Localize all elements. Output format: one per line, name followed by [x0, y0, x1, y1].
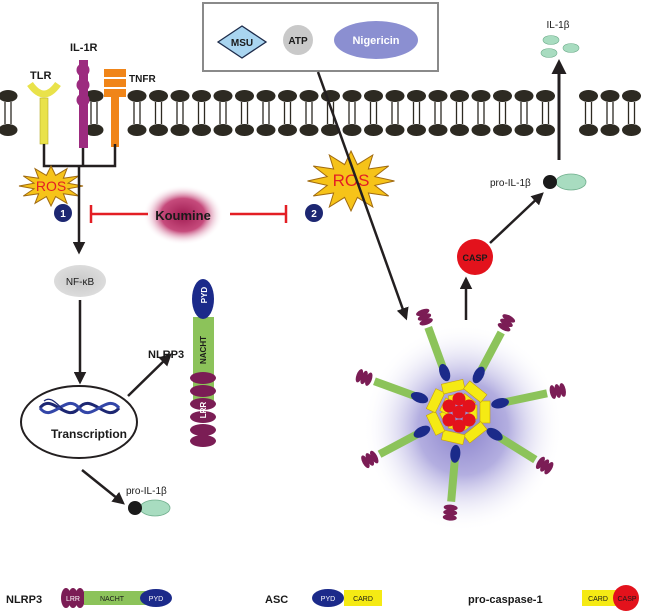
legend-procasp-label: pro-caspase-1: [468, 594, 543, 606]
arrow-transcription-to-proil1b: [81, 469, 125, 505]
casp-label: CASP: [462, 253, 487, 263]
nigericin-ellipse-icon: [334, 21, 418, 59]
phospholipid-pair: [170, 90, 190, 136]
legend-nlrp3-nacht: NACHT: [100, 596, 125, 603]
transcription-label: Transcription: [51, 427, 127, 441]
transcription-node: [20, 385, 138, 459]
stimuli-box: MSU ATP Nigericin: [202, 2, 439, 72]
legend-nlrp3-pyd: PYD: [149, 596, 163, 603]
il1b-label: IL-1β: [547, 20, 570, 31]
pro-il1b-bottom-label: pro-IL-1β: [126, 486, 167, 497]
step-1-badge: [54, 204, 72, 222]
legend-procasp-casp: CASP: [617, 596, 636, 603]
ros-burst-left: ROS: [18, 164, 84, 208]
caspase-core-icon: [442, 392, 476, 433]
legend-nlrp3-lrr: LRR: [66, 596, 80, 603]
phospholipid-pair: [342, 90, 362, 136]
phospholipid-pair: [256, 90, 276, 136]
phospholipid-pair: [536, 90, 555, 136]
ros-right-label: ROS: [333, 171, 370, 190]
inflammasome-complex: [355, 308, 566, 521]
nlrp3-arm-icon: [416, 308, 451, 382]
phospholipid-pair: [235, 90, 254, 136]
nlrp3-lrr-label: LRR: [199, 402, 208, 419]
nfkb-label: NF-κB: [66, 277, 95, 288]
phospholipid-pair: [385, 90, 405, 136]
nlrp3-label: NLRP3: [148, 349, 184, 361]
phospholipid-pair: [622, 90, 641, 136]
phospholipid-pair: [278, 90, 297, 136]
arrow-stimuli-to-inflammasome: [316, 71, 409, 321]
legend-procasp-card: CARD: [588, 596, 608, 603]
inhibit-right-icon: [230, 205, 288, 223]
nlrp3-arm-icon: [472, 314, 516, 384]
il1r-label: IL-1R: [70, 42, 98, 54]
koumine-label: Koumine: [155, 208, 211, 223]
legend-asc-label: ASC: [265, 594, 288, 606]
phospholipid-pair: [579, 90, 598, 136]
pro-il1b-top-icon: [543, 173, 587, 191]
tnfr-receptor-icon: [104, 69, 126, 147]
step-2-label: 2: [311, 209, 317, 220]
phospholipid-pair: [407, 90, 426, 136]
phospholipid-pair: [450, 90, 469, 136]
nlrp3-pyd-label: PYD: [200, 287, 209, 304]
msu-diamond-icon: [216, 25, 268, 59]
nigericin-label: Nigericin: [352, 35, 399, 47]
tlr-receptor-icon: [27, 81, 61, 145]
legend-asc-pyd: PYD: [321, 596, 335, 603]
msu-label: MSU: [231, 38, 253, 49]
atp-label: ATP: [288, 36, 308, 47]
nlrp3-arm-icon: [442, 444, 461, 521]
phospholipid-pair: [127, 90, 147, 136]
legend: NLRP3 LRR NACHT PYD ASC PYD CARD pro-cas…: [6, 585, 639, 611]
phospholipid-pair: [428, 90, 448, 136]
il1r-receptor-icon: [76, 60, 90, 148]
phospholipid-pair: [213, 90, 233, 136]
inhibit-left-icon: [89, 205, 148, 223]
pro-il1b-top-label: pro-IL-1β: [490, 178, 531, 189]
receptors: TLR IL-1R TNFR: [27, 42, 156, 168]
legend-asc-card: CARD: [353, 596, 373, 603]
legend-nlrp3-icon: [61, 588, 172, 608]
legend-nlrp3-label: NLRP3: [6, 594, 42, 606]
nlrp3-nacht-label: NACHT: [199, 336, 208, 364]
arrow-casp-to-proil1b: [489, 192, 544, 244]
nfkb-node: [54, 265, 106, 297]
koumine-blob: [143, 185, 223, 245]
phospholipid-pair: [364, 90, 383, 136]
phospholipid-pair: [514, 90, 534, 136]
step-1-label: 1: [60, 209, 66, 220]
phospholipid-pair: [299, 90, 319, 136]
nlrp3-molecule-icon: [190, 279, 216, 447]
phospholipid-pair: [471, 90, 491, 136]
legend-procasp-icon: [582, 585, 639, 611]
arrow-transcription-to-nlrp3: [127, 353, 172, 397]
nlrp3-arm-icon: [355, 369, 429, 404]
phospholipid-pair: [192, 90, 211, 136]
nlrp3-arm-icon: [486, 427, 554, 475]
nlrp3-arm-icon: [491, 383, 566, 409]
dna-helix-icon: [38, 398, 121, 415]
phospholipid-pair: [600, 90, 620, 136]
tnfr-label: TNFR: [129, 74, 156, 85]
ros-left-label: ROS: [36, 178, 66, 194]
ros-burst-right: ROS: [307, 149, 395, 213]
pro-il1b-bottom-icon: [128, 499, 171, 517]
step-2-badge: [305, 204, 323, 222]
atp-circle-icon: [283, 25, 313, 55]
phospholipid-pair: [0, 90, 18, 136]
cell-membrane: [0, 90, 641, 136]
casp-node: [457, 239, 493, 275]
il1b-released-icon: [540, 35, 580, 58]
phospholipid-pair: [149, 90, 168, 136]
nlrp3-arm-icon: [361, 425, 431, 469]
tlr-label: TLR: [30, 70, 51, 82]
phospholipid-pair: [493, 90, 512, 136]
legend-asc-icon: [312, 589, 382, 607]
